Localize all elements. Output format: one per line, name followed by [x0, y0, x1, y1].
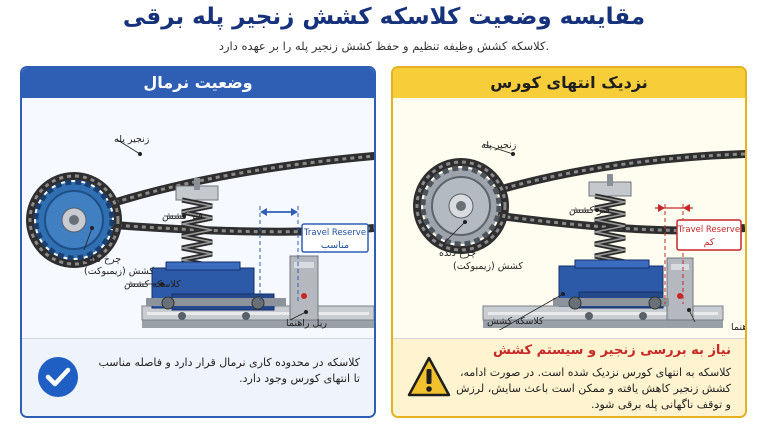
- chain-label: زنجیر پله: [114, 134, 150, 145]
- travel-reserve-status: مناسب: [321, 240, 349, 251]
- sprocket-label: چرخ دنده: [439, 248, 476, 259]
- tension-carriage: [146, 261, 286, 320]
- warning-title: نیاز به بررسی زنجیر و سیستم کشش: [492, 343, 731, 358]
- near-end-panel-header: نزدیک انتهای کورس: [393, 68, 745, 98]
- rail-label: ریل راهنما: [286, 318, 327, 329]
- sprocket-label-sub: کشش (زیمبوکت): [84, 266, 154, 277]
- tension-spring: [588, 174, 632, 271]
- normal-tensioner-diagram: Travel Reserve مناسب زنجیر پله فنر کشش چ…: [26, 134, 374, 329]
- spring-label: فنر کشش: [162, 211, 203, 222]
- warning-description: کلاسکه به انتهای کورس نزدیک شده است. در …: [456, 366, 731, 411]
- page-subtitle: کلاسکه کشش وظیفه تنظیم و حفظ کشش زنجیر پ…: [218, 39, 550, 53]
- spring-label: فنر کشش: [569, 205, 610, 216]
- near-end-panel-footer: نیاز به بررسی زنجیر و سیستم کشش کلاسکه ب…: [393, 338, 745, 416]
- carriage-label: کلاسکه کشش: [487, 316, 544, 327]
- normal-panel-footer: کلاسکه در محدوده کاری نرمال قرار دارد و …: [22, 338, 374, 416]
- normal-description: کلاسکه در محدوده کاری نرمال قرار دارد و …: [98, 356, 360, 385]
- tension-carriage: [553, 259, 669, 320]
- carriage-label: کلاسکه کشش: [124, 279, 181, 290]
- tension-sprocket: [420, 165, 502, 247]
- normal-panel-header: وضعیت نرمال: [22, 68, 374, 98]
- sprocket-label-sub: کشش (زیمبوکت): [453, 261, 523, 272]
- check-circle-icon: [38, 357, 78, 397]
- travel-reserve-indicator: Travel Reserve مناسب: [259, 206, 369, 304]
- tension-spring: [175, 178, 219, 275]
- chain-label: زنجیر پله: [481, 140, 517, 151]
- tension-sprocket: [33, 179, 115, 261]
- near-end-state-panel: نزدیک انتهای کورس: [391, 66, 747, 418]
- sprocket-label: چرخ دنده: [84, 254, 121, 265]
- page-title: مقایسه وضعیت کلاسکه کشش زنجیر پله برقی: [122, 4, 646, 30]
- rail-label: ریل راهنما: [731, 322, 745, 330]
- travel-reserve-indicator: Travel Reserve کم: [655, 204, 742, 304]
- travel-reserve-label: Travel Reserve: [303, 228, 366, 238]
- warning-triangle-icon: [407, 356, 451, 397]
- travel-reserve-status: کم: [704, 237, 715, 248]
- near-end-tensioner-diagram: Travel Reserve کم زنجیر پله فنر کشش چرخ …: [413, 140, 745, 330]
- travel-reserve-label: Travel Reserve: [677, 225, 740, 235]
- normal-state-panel: وضعیت نرمال: [20, 66, 376, 418]
